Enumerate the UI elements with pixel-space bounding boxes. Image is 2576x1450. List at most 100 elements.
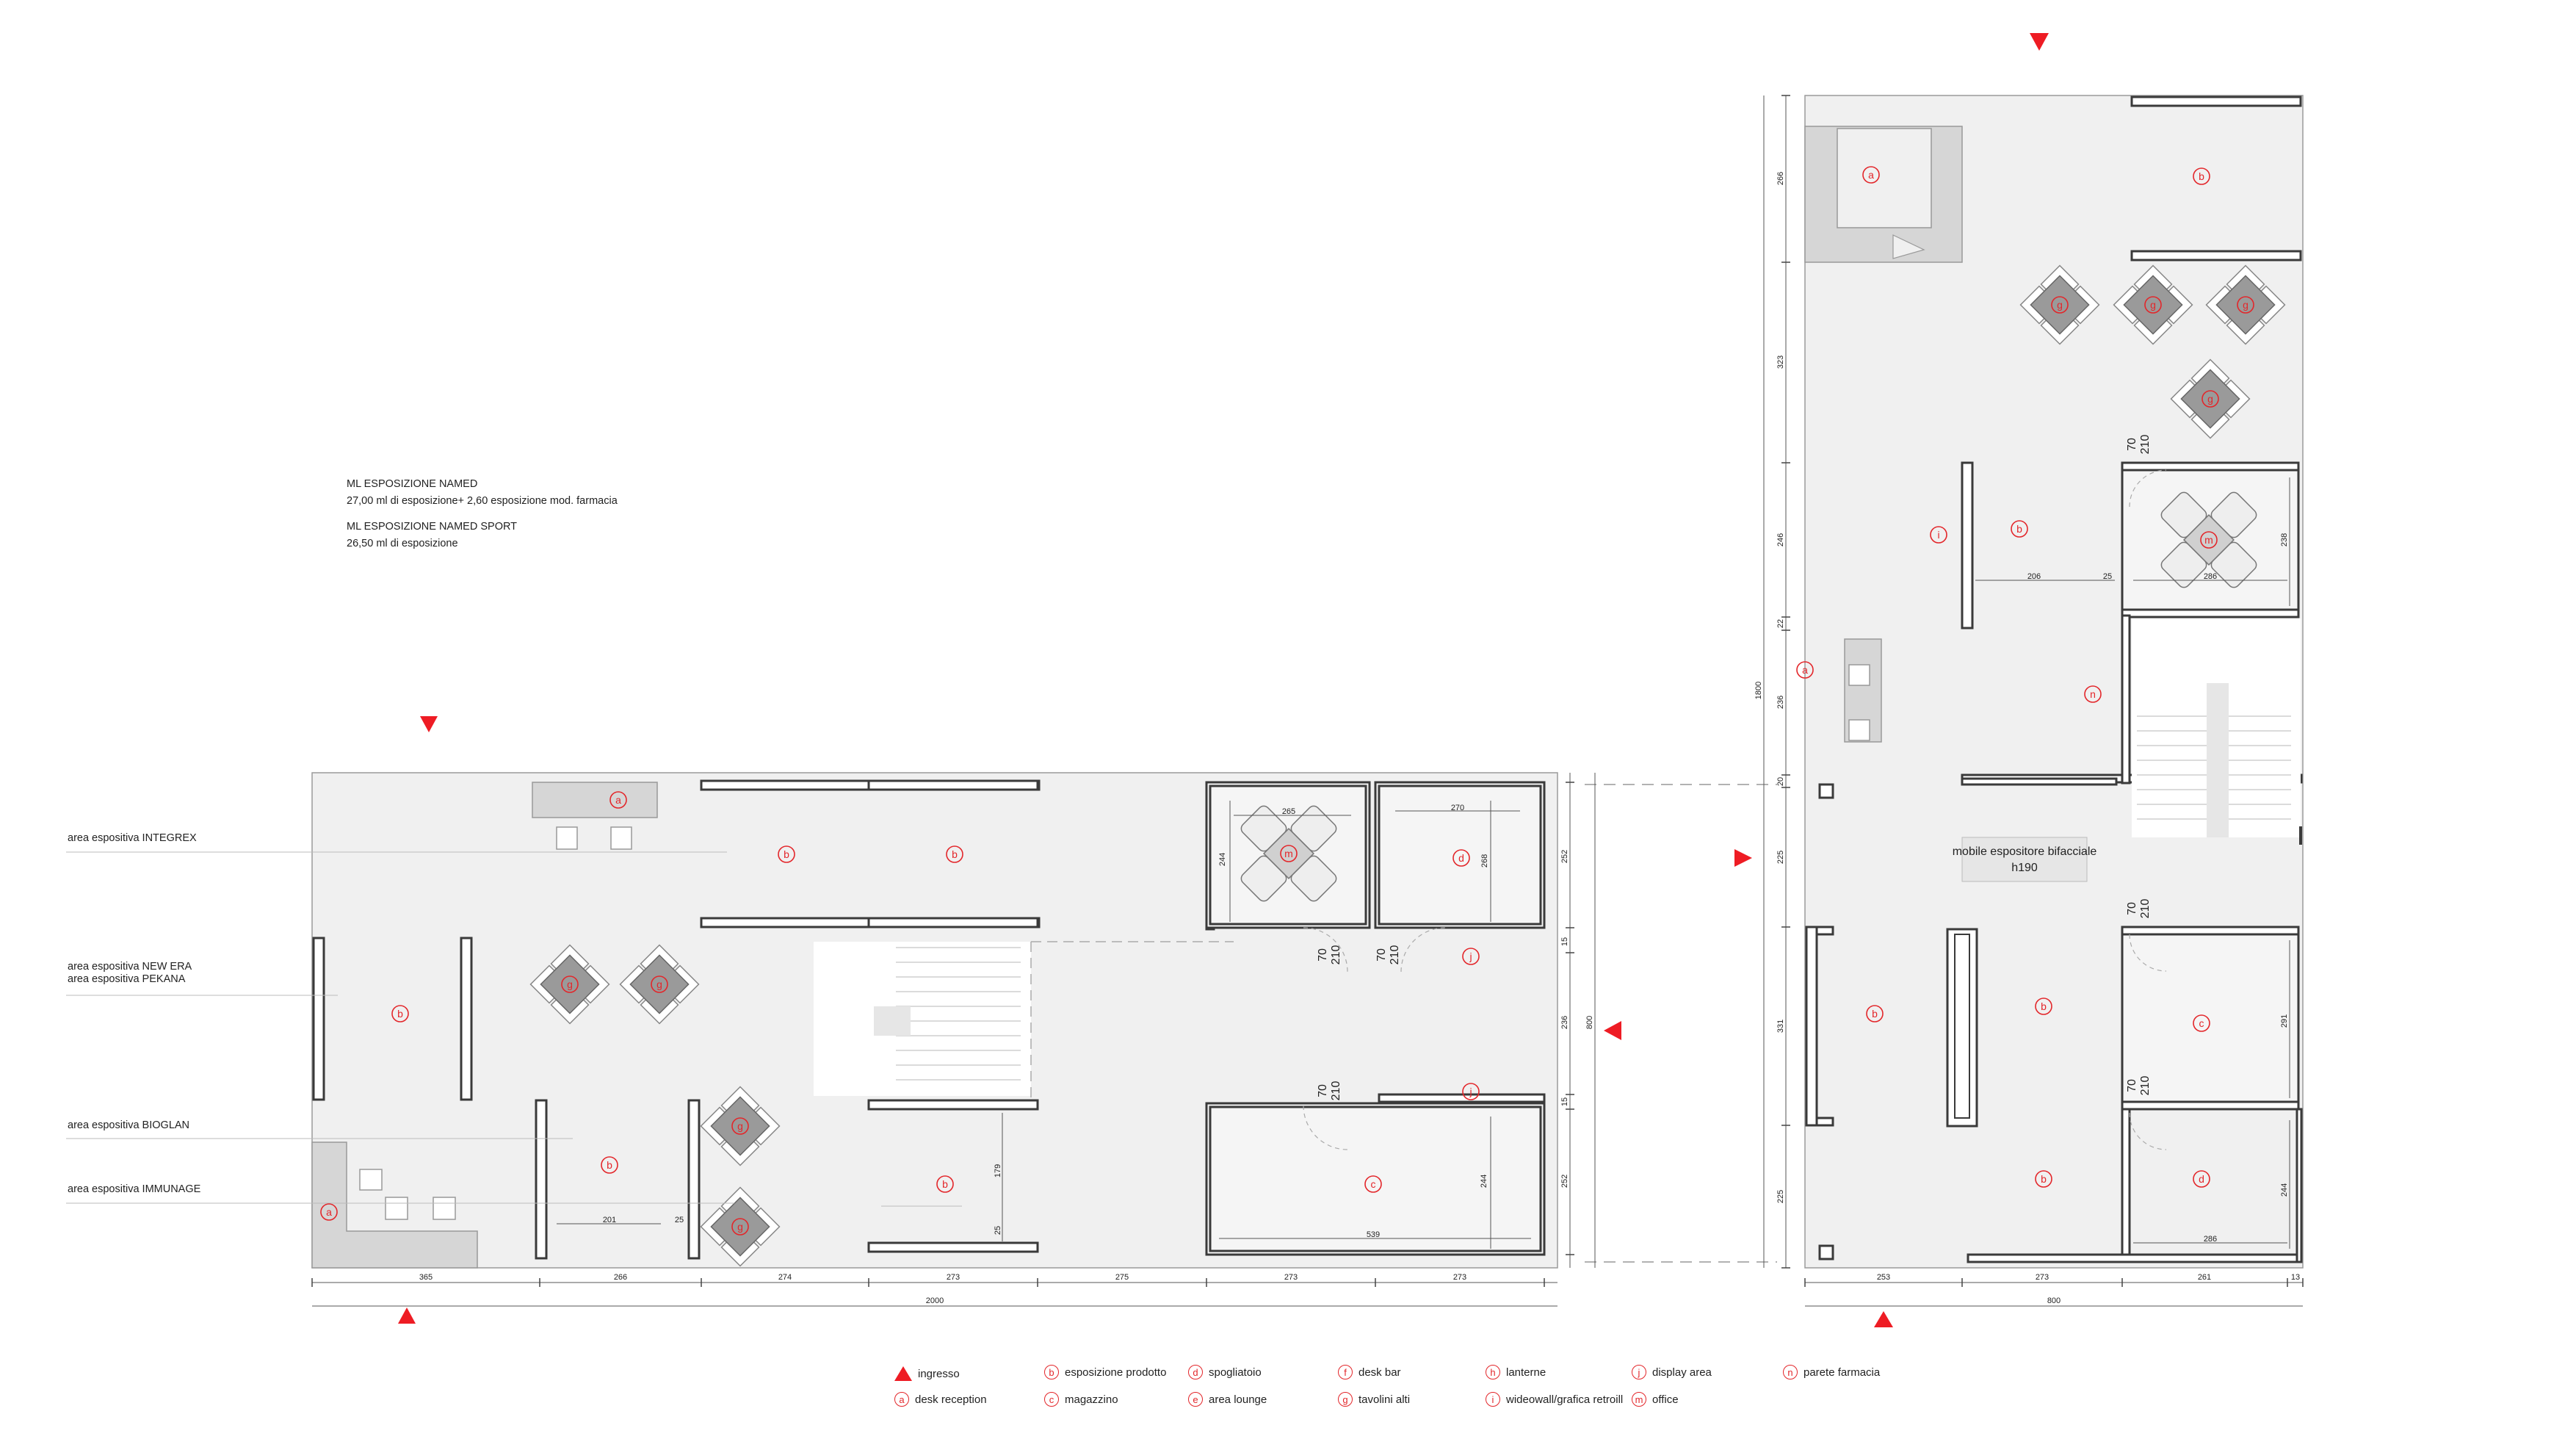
area-label-new-era: area espositiva NEW ERA area espositiva … [68,961,192,986]
dim-r-left-2: 323 [1776,356,1785,369]
dim-r-left-7: 225 [1776,851,1785,864]
marker-b-8: b [1872,1008,1878,1020]
dim-l-right-4: 15 [1560,1097,1569,1106]
door-r3-70: 70 [2126,1079,2138,1092]
connection-lines [1585,784,1777,1263]
legend-label: magazzino [1065,1393,1118,1406]
dim-r-left-4: 22 [1776,619,1785,628]
legend-spogliatoio: d spogliatoio [1188,1365,1262,1379]
dim-l-inner-b-gap: 25 [675,1216,684,1224]
legend-label: lanterne [1506,1366,1546,1379]
legend-label: desk reception [915,1393,987,1406]
dim-r-bottom-2: 273 [2036,1273,2049,1282]
dim-l-right-1: 252 [1560,850,1569,863]
plan-markers [320,166,2254,1236]
dim-l-inner-b2-h: 179 [994,1164,1002,1177]
legend-office: m office [1632,1392,1679,1407]
marker-a-1: a [615,794,621,806]
marker-g-7: g [2243,299,2248,311]
dim-l-bottom-total: 2000 [926,1296,944,1305]
legend-label: office [1652,1393,1679,1406]
legend-area-lounge: e area lounge [1188,1392,1267,1407]
legend-ingresso: ingresso [894,1366,960,1381]
left-floor-plan [66,772,1558,1269]
ml-named-text: 27,00 ml di esposizione+ 2,60 esposizion… [347,495,618,507]
marker-g-5: g [2057,299,2063,311]
dim-r-inner-lounge-w: 286 [2204,572,2217,581]
door-l1-210: 210 [1330,945,1342,965]
marker-m-1: m [1284,848,1293,859]
legend-label: desk bar [1358,1366,1401,1379]
dim-r-left-total: 1800 [1754,682,1763,699]
legend-label: area lounge [1209,1393,1267,1406]
legend-label: wideowall/grafica retroill [1506,1393,1624,1406]
marker-circle-icon: e [1188,1392,1203,1407]
marker-n-1: n [2090,688,2096,700]
legend-desk-reception: a desk reception [894,1392,987,1407]
marker-b-7: b [2016,523,2022,535]
ml-sport-text: 26,50 ml di esposizione [347,538,458,549]
dim-r-inner-c-h: 291 [2280,1014,2289,1028]
marker-b-1: b [784,848,789,860]
left-stairs [814,941,1234,1102]
marker-a-4: a [1802,664,1808,676]
dim-l-bottom-6: 273 [1284,1273,1298,1282]
legend-label: tavolini alti [1358,1393,1411,1406]
door-r1-70: 70 [2126,438,2138,451]
dim-l-inner-c-h: 244 [1480,1175,1488,1188]
dim-r-bottom-3: 261 [2198,1273,2211,1282]
dim-l-inner-c-w: 539 [1367,1230,1380,1239]
door-r3-210: 210 [2139,1076,2152,1096]
legend-tavolini-alti: g tavolini alti [1338,1392,1410,1407]
door-l3-210: 210 [1330,1081,1342,1101]
marker-circle-icon: i [1486,1392,1500,1407]
dim-l-bottom-4: 273 [947,1273,960,1282]
door-r2-70: 70 [2126,902,2138,915]
marker-b-10: b [2041,1173,2047,1185]
marker-a-2: a [326,1206,332,1218]
marker-g-6: g [2150,299,2156,311]
dim-l-bottom-7: 273 [1453,1273,1466,1282]
dim-r-left-9: 225 [1776,1190,1785,1203]
mobile-espositore-label: mobile espositore bifacciale [1953,845,2097,858]
marker-circle-icon: m [1632,1392,1646,1407]
marker-g-1: g [567,978,573,990]
marker-b-5: b [942,1178,948,1190]
dim-l-bottom-1: 365 [419,1273,433,1282]
marker-circle-icon: n [1783,1365,1798,1379]
marker-g-2: g [656,978,662,990]
marker-j-1: j [1469,951,1472,962]
marker-circle-icon: h [1486,1365,1500,1379]
legend-wideowall: i wideowall/grafica retroill [1486,1392,1623,1407]
marker-i-1: i [1937,529,1939,541]
marker-circle-icon: b [1044,1365,1059,1379]
right-stairs [2132,618,2302,845]
legend-label: ingresso [918,1367,960,1380]
legend-display-area: j display area [1632,1365,1712,1379]
marker-d-1: d [1458,852,1464,864]
dim-r-left-5: 236 [1776,696,1785,709]
door-l3-70: 70 [1317,1084,1329,1097]
area-label-new-era-text: area espositiva NEW ERA [68,961,192,973]
dim-r-left-1: 266 [1776,172,1785,185]
door-r1-210: 210 [2139,435,2152,455]
legend-label: parete farmacia [1803,1366,1881,1379]
right-floor-plan: mobile espositore bifacciale h190 [1804,95,2304,1269]
left-display-walls [312,779,1041,1260]
marker-b-9: b [2041,1000,2047,1012]
legend-label: display area [1652,1366,1712,1379]
marker-g-3: g [737,1120,743,1132]
dim-r-inner-b-w: 206 [2027,572,2041,581]
ml-named-title: ML ESPOSIZIONE NAMED [347,478,478,490]
marker-c-1: c [1371,1178,1376,1190]
ingresso-arrow-icon [894,1366,912,1381]
marker-circle-icon: j [1632,1365,1646,1379]
area-label-integrex: area espositiva INTEGREX [68,832,197,844]
entrance-arrows [398,33,2049,1327]
exhibition-notes: ML ESPOSIZIONE NAMED 27,00 ml di esposiz… [347,476,618,552]
marker-g-4: g [737,1221,743,1233]
area-label-immunage: area espositiva IMMUNAGE [68,1183,201,1195]
dim-r-inner-gap: 25 [2103,572,2112,581]
dim-l-inner-lounge-w: 265 [1282,807,1295,816]
